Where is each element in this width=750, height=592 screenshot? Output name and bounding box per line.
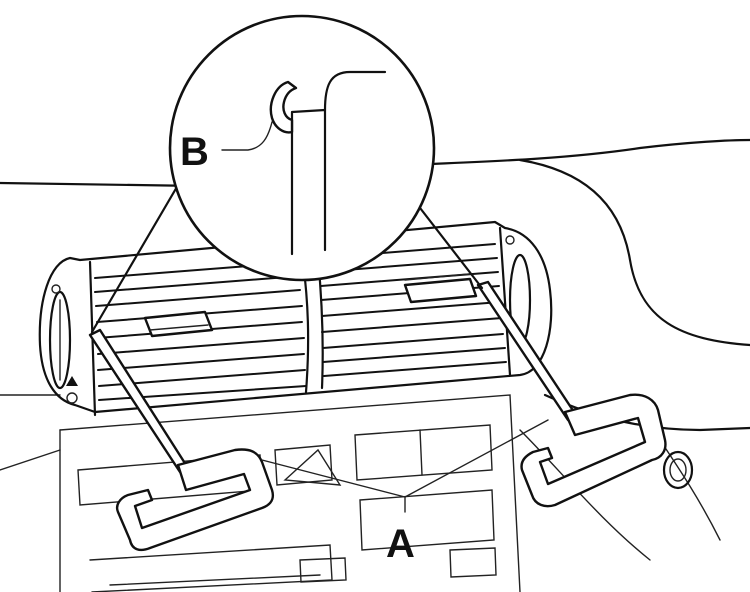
label-b: B xyxy=(180,130,209,174)
center-console xyxy=(59,394,521,592)
label-a: A xyxy=(386,522,415,566)
right-vent-screw-icon xyxy=(505,235,515,245)
removal-tool-left xyxy=(88,328,275,552)
left-vent-arrow-icon xyxy=(66,376,78,386)
magnified-detail xyxy=(90,14,484,334)
right-vent-clip xyxy=(403,277,478,304)
callout-b: B xyxy=(180,121,273,174)
detail-tool-rod xyxy=(290,108,327,256)
air-vent-housing xyxy=(38,220,553,417)
left-vent-screw-icon xyxy=(51,284,61,294)
left-vent-knob-icon xyxy=(48,290,72,390)
removal-tool-right xyxy=(476,280,667,508)
detail-hook-icon xyxy=(269,80,298,134)
callout-a: A xyxy=(261,419,549,566)
left-vent-clip xyxy=(143,310,214,338)
detail-circle xyxy=(168,14,436,282)
